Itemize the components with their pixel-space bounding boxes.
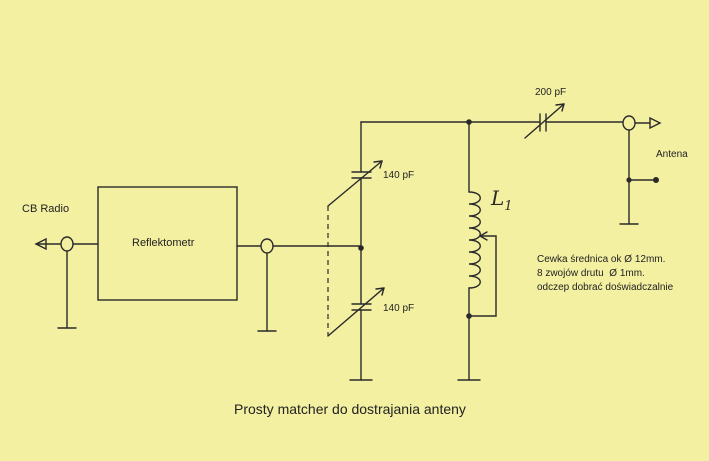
series-capacitor-label: 200 pF [535, 87, 567, 98]
reflectometer-box [97, 186, 238, 301]
cb-radio-label: CB Radio [22, 203, 70, 215]
capacitor-top-label: 140 pF [383, 170, 415, 181]
reflectometer-label: Reflektometr [132, 237, 195, 249]
coil-subscript: 1 [504, 199, 513, 214]
coil-letter: L [491, 186, 505, 210]
coil-note-line-3: odczep dobrać doświadczalnie [537, 282, 674, 293]
antenna-connector [619, 115, 662, 225]
cb-radio-connector [34, 236, 99, 329]
coil-note: Cewka średnica ok Ø 12mm. 8 zwojów drutu … [537, 253, 673, 295]
tuning-capacitor-stack [327, 121, 385, 381]
antenna-label: Antena [656, 149, 688, 160]
diagram-title: Prosty matcher do dostrajania anteny [234, 401, 466, 417]
coil-designator: L1 [491, 186, 513, 214]
coil-note-line-1: Cewka średnica ok Ø 12mm. [537, 254, 666, 265]
capacitor-bottom-label: 140 pF [383, 303, 415, 314]
series-capacitor-path [360, 103, 623, 139]
reflectometer-output-connector [236, 238, 362, 332]
coil-note-line-2: 8 zwojów drutu Ø 1mm. [537, 268, 645, 279]
coil-l1 [457, 121, 497, 381]
